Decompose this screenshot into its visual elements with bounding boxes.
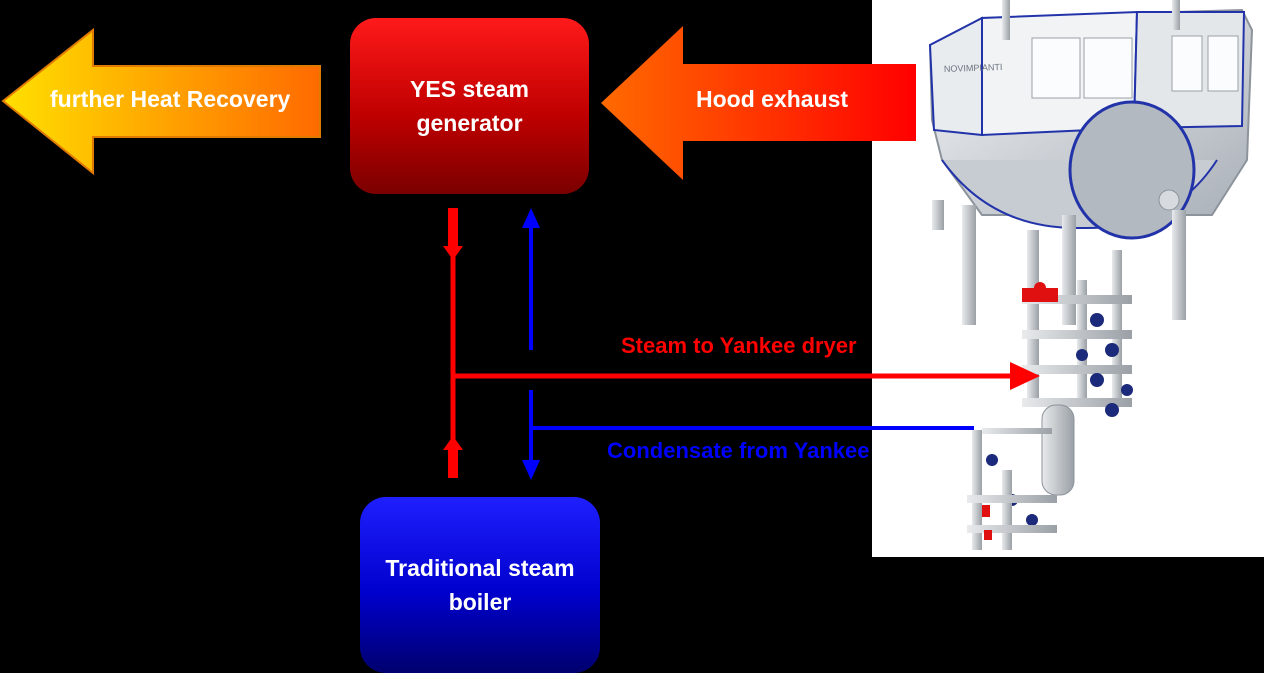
yankee-hood-illustration: NOVIMPIANTI bbox=[872, 0, 1264, 557]
brand-mark: NOVIMPIANTI bbox=[944, 62, 1003, 74]
hood-exhaust-arrow bbox=[601, 26, 916, 180]
steam-line-label: Steam to Yankee dryer bbox=[621, 333, 857, 358]
yes-steam-generator-node: YES steam generator bbox=[350, 18, 589, 194]
traditional-steam-boiler-label: Traditional steam boiler bbox=[385, 555, 575, 615]
traditional-steam-boiler-node: Traditional steam boiler bbox=[360, 497, 600, 673]
steam-line bbox=[443, 208, 1040, 478]
heat-recovery-arrow bbox=[1, 27, 321, 176]
hood-exhaust-label: Hood exhaust bbox=[696, 86, 849, 112]
condensate-line bbox=[522, 208, 974, 480]
yankee-hood-and-piping-icon: NOVIMPIANTI bbox=[928, 0, 1254, 550]
heat-recovery-label: further Heat Recovery bbox=[50, 86, 291, 112]
yes-steam-generator-label: YES steam generator bbox=[410, 76, 529, 136]
condensate-line-label: Condensate from Yankee bbox=[607, 438, 870, 463]
